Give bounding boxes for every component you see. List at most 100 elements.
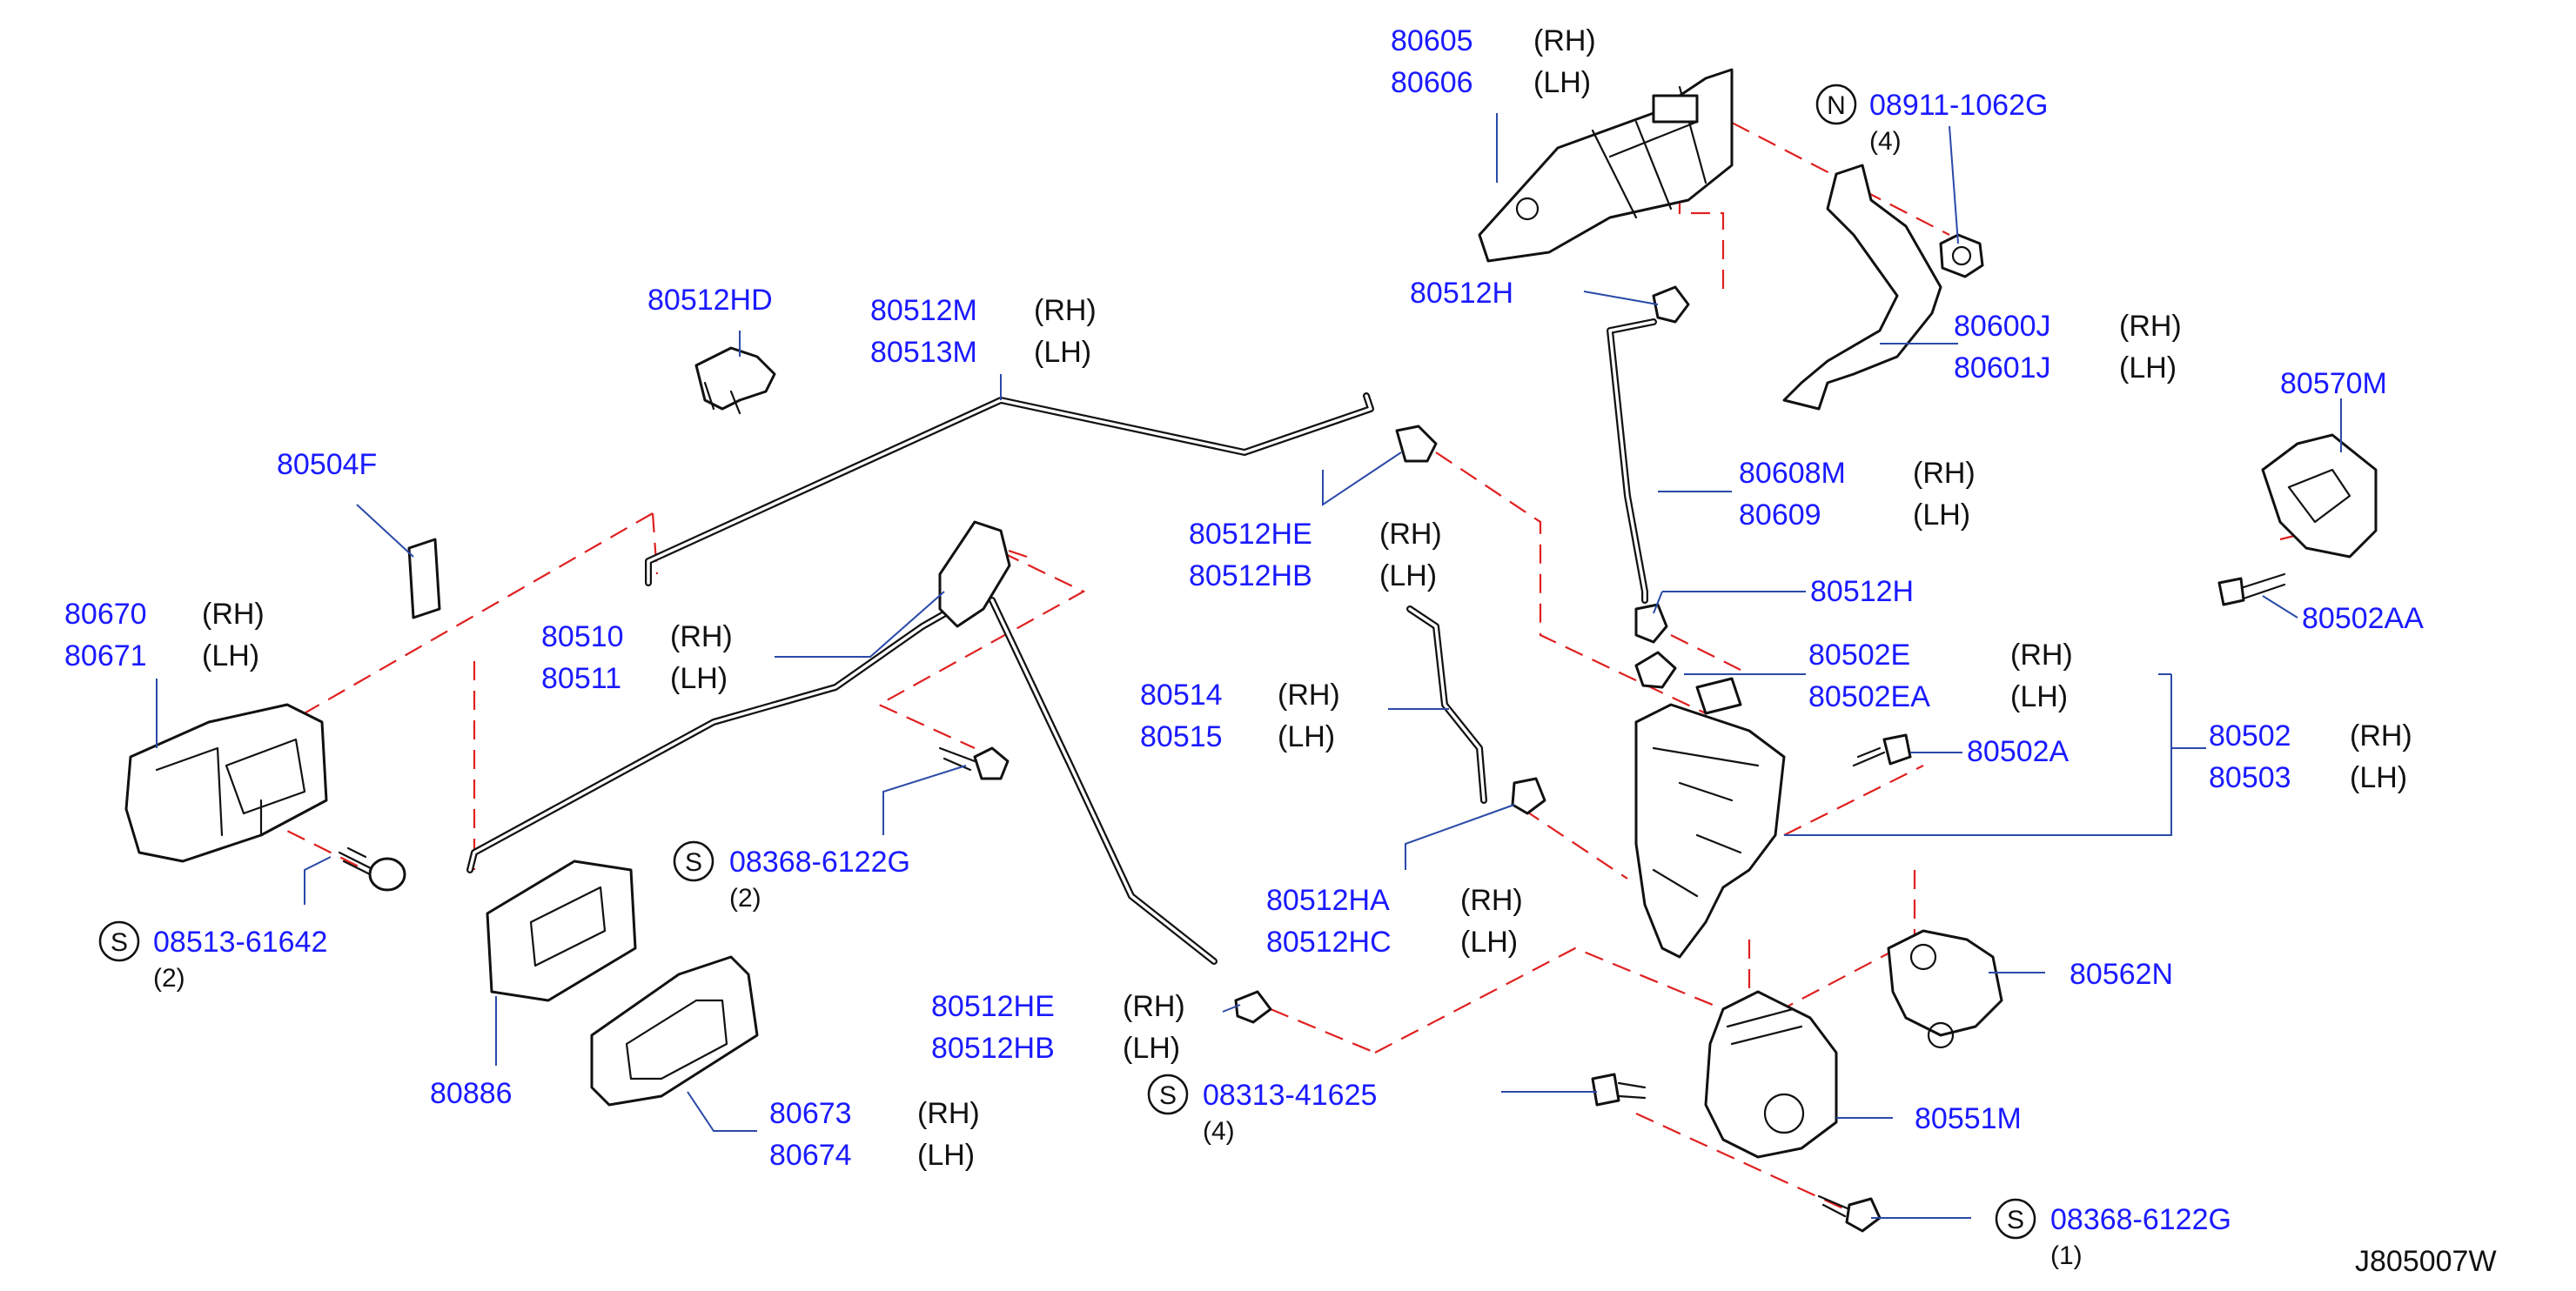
bolt-80551m-side-part bbox=[1591, 1073, 1647, 1107]
side-indicator: (RH) bbox=[1034, 294, 1097, 327]
clip-80512hd-part bbox=[694, 346, 776, 415]
quantity: (2) bbox=[153, 964, 185, 993]
s-badge bbox=[673, 840, 714, 882]
striker-80570m-part bbox=[2261, 433, 2378, 559]
part-number-80502aa: 80502AA bbox=[2302, 602, 2424, 635]
lock-rod-part bbox=[466, 520, 1218, 965]
part-number-08313-41625: 08313-41625 bbox=[1203, 1079, 1377, 1112]
actuator-80562n-part bbox=[1887, 929, 2003, 1049]
s-badge-letter: S bbox=[2007, 1206, 2024, 1234]
label-group-08513: S 08513-61642 (2) bbox=[98, 920, 327, 993]
clip-80512h-mid-part bbox=[1634, 603, 1668, 644]
side-indicator: (LH) bbox=[202, 639, 259, 672]
side-indicator: (RH) bbox=[1379, 518, 1442, 551]
part-number-80551m: 80551M bbox=[1915, 1102, 2022, 1135]
clip-80512h-top-part bbox=[1652, 285, 1690, 324]
clip-80512he-lower-part bbox=[1234, 990, 1272, 1024]
bolt-08368-upper-part bbox=[938, 746, 1010, 780]
part-number-08368-6122g: 08368-6122G bbox=[2050, 1203, 2231, 1236]
door-lock-part bbox=[1634, 677, 1786, 959]
side-indicator: (RH) bbox=[1460, 884, 1523, 917]
part-number-80502e: 80502E bbox=[1808, 639, 1910, 672]
part-number-80510: 80510 bbox=[541, 620, 624, 653]
part-number-80600j: 80600J bbox=[1954, 310, 2051, 343]
side-indicator: (LH) bbox=[917, 1139, 975, 1172]
side-indicator: (RH) bbox=[1123, 990, 1185, 1023]
part-number-80886: 80886 bbox=[430, 1077, 513, 1110]
bolt-80502aa-part bbox=[2217, 572, 2286, 606]
side-indicator: (RH) bbox=[2010, 639, 2073, 672]
part-number-80515: 80515 bbox=[1140, 720, 1223, 753]
inside-handle-part bbox=[124, 703, 328, 863]
side-indicator: (LH) bbox=[1533, 66, 1591, 99]
label-group-80514: 80514 (RH) 80515 (LH) bbox=[1140, 679, 1340, 753]
label-group-80512he-upper: 80512HE (RH) 80512HB (LH) bbox=[1189, 518, 1442, 592]
side-indicator: (RH) bbox=[917, 1097, 980, 1130]
part-number-80512h-mid: 80512H bbox=[1810, 575, 1914, 608]
s-badge-letter: S bbox=[685, 848, 702, 877]
side-indicator: (RH) bbox=[2350, 719, 2412, 753]
label-group-80512ha: 80512HA (RH) 80512HC (LH) bbox=[1266, 884, 1523, 959]
label-group-80512he-lower: 80512HE (RH) 80512HB (LH) bbox=[931, 990, 1185, 1065]
inside-handle-rod-part bbox=[645, 392, 1374, 586]
side-indicator: (LH) bbox=[1123, 1032, 1180, 1065]
s-badge-letter: S bbox=[1159, 1081, 1177, 1110]
part-number-08368-6122g: 08368-6122G bbox=[729, 846, 910, 879]
side-indicator: (RH) bbox=[670, 620, 733, 653]
side-indicator: (LH) bbox=[1913, 498, 1970, 532]
part-number-80512hb: 80512HB bbox=[931, 1032, 1055, 1065]
part-number-80512hb: 80512HB bbox=[1189, 559, 1312, 592]
part-number-80673: 80673 bbox=[769, 1097, 852, 1130]
part-number-80514: 80514 bbox=[1140, 679, 1223, 712]
screw-08513-part bbox=[338, 846, 406, 892]
side-indicator: (RH) bbox=[202, 598, 265, 631]
s-badge bbox=[98, 920, 140, 962]
clip-80512ha-part bbox=[1511, 777, 1546, 815]
outside-handle-part bbox=[1478, 68, 1734, 263]
bolt-08368-lower-part bbox=[1817, 1194, 1882, 1233]
side-indicator: (LH) bbox=[1379, 559, 1437, 592]
label-group-80605: 80605 (RH) 80606 (LH) bbox=[1391, 24, 1596, 99]
screw-80502a-part bbox=[1852, 733, 1912, 767]
quantity: (4) bbox=[1869, 127, 1902, 156]
part-number-80570m: 80570M bbox=[2280, 367, 2387, 400]
escutcheon-80886-part bbox=[486, 860, 637, 1002]
part-number-80502: 80502 bbox=[2209, 719, 2291, 753]
quantity: (4) bbox=[1203, 1117, 1235, 1146]
side-indicator: (LH) bbox=[1460, 926, 1518, 959]
quantity: (2) bbox=[729, 884, 761, 913]
s-badge bbox=[1147, 1074, 1189, 1115]
side-indicator: (RH) bbox=[1913, 457, 1976, 490]
label-group-80670: 80670 (RH) 80671 (LH) bbox=[64, 598, 265, 672]
s-badge bbox=[1995, 1198, 2036, 1240]
label-group-08313: S 08313-41625 (4) bbox=[1147, 1074, 1377, 1146]
s-badge-letter: S bbox=[111, 928, 128, 957]
part-number-80562n: 80562N bbox=[2070, 958, 2173, 991]
side-indicator: (LH) bbox=[670, 662, 728, 695]
part-number-80670: 80670 bbox=[64, 598, 147, 631]
rod-80514-part bbox=[1406, 605, 1487, 804]
part-number-80512hc: 80512HC bbox=[1266, 926, 1392, 959]
side-indicator: (RH) bbox=[1278, 679, 1340, 712]
leader-lines bbox=[156, 113, 2342, 1219]
part-number-80512h-top: 80512H bbox=[1410, 277, 1513, 310]
part-number-80511: 80511 bbox=[541, 662, 621, 695]
diagram-code: J805007W bbox=[2355, 1245, 2497, 1278]
outside-handle-rod-part bbox=[1607, 318, 1657, 604]
part-number-80502a: 80502A bbox=[1967, 735, 2070, 768]
part-number-80512ha: 80512HA bbox=[1266, 884, 1390, 917]
part-number-80513m: 80513M bbox=[870, 336, 977, 369]
part-number-80503: 80503 bbox=[2209, 761, 2291, 794]
quantity: (1) bbox=[2050, 1241, 2083, 1270]
actuator-80551m-part bbox=[1704, 990, 1838, 1159]
pad-80504f-part bbox=[407, 538, 441, 619]
side-indicator: (LH) bbox=[2119, 351, 2177, 385]
n-badge-letter: N bbox=[1827, 91, 1846, 120]
part-number-80606: 80606 bbox=[1391, 66, 1473, 99]
part-number-80512m: 80512M bbox=[870, 294, 977, 327]
label-group-08911: N 08911-1062G (4) bbox=[1815, 84, 2048, 156]
label-group-80600j: 80600J (RH) 80601J (LH) bbox=[1954, 310, 2182, 385]
part-number-80502ea: 80502EA bbox=[1808, 680, 1930, 713]
label-group-08368-lower: S 08368-6122G (1) bbox=[1995, 1198, 2231, 1270]
